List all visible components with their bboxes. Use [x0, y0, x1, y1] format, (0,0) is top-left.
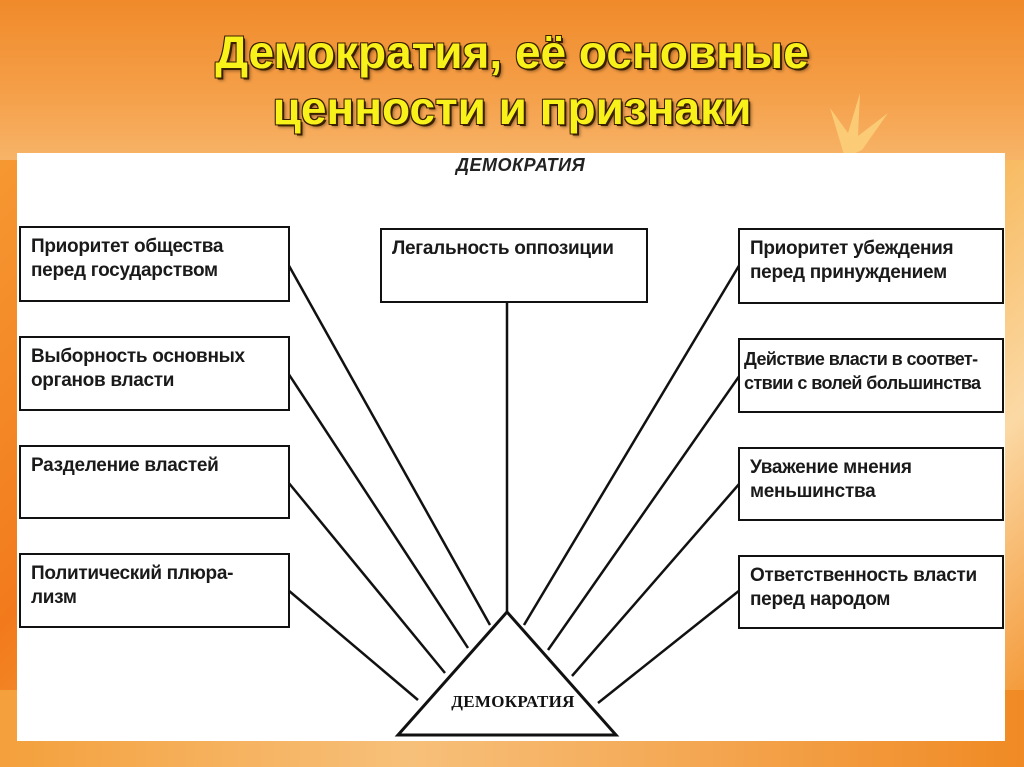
connector-left-2 [286, 372, 470, 649]
connector-left-1 [286, 263, 492, 626]
box-right-2: Действие власти в соответ- ствии с волей… [738, 338, 1004, 413]
connector-left-4 [287, 589, 419, 701]
diagram-heading: ДЕМОКРАТИЯ [456, 155, 586, 175]
slide-title: Демократия, её основные ценности и призн… [0, 24, 1024, 136]
box-left-1: Приоритет общества перед государством [19, 226, 290, 302]
box-legal-opposition: Легальность оппозиции [380, 228, 648, 303]
title-line-1: Демократия, её основные [215, 26, 809, 78]
box-left-3: Разделение властей [19, 445, 290, 519]
title-line-2: ценности и признаки [272, 82, 752, 134]
democracy-triangle [394, 609, 620, 737]
box-right-1: Приоритет убеждения перед принуждением [738, 228, 1004, 304]
connector-right-4 [597, 589, 741, 704]
decorative-star-icon [830, 93, 888, 158]
box-left-2: Выборность основных органов власти [19, 336, 290, 411]
connector-right-2 [546, 374, 742, 651]
connector-left-3 [287, 481, 446, 674]
triangle-label: ДЕМОКРАТИЯ [451, 692, 575, 711]
box-left-4: Политический плюра- лизм [19, 553, 290, 628]
connector-right-3 [571, 482, 741, 677]
box-right-3: Уважение мнения меньшинства [738, 447, 1004, 521]
box-right-4: Ответственность власти перед народом [738, 555, 1004, 629]
connector-right-1 [522, 263, 742, 626]
